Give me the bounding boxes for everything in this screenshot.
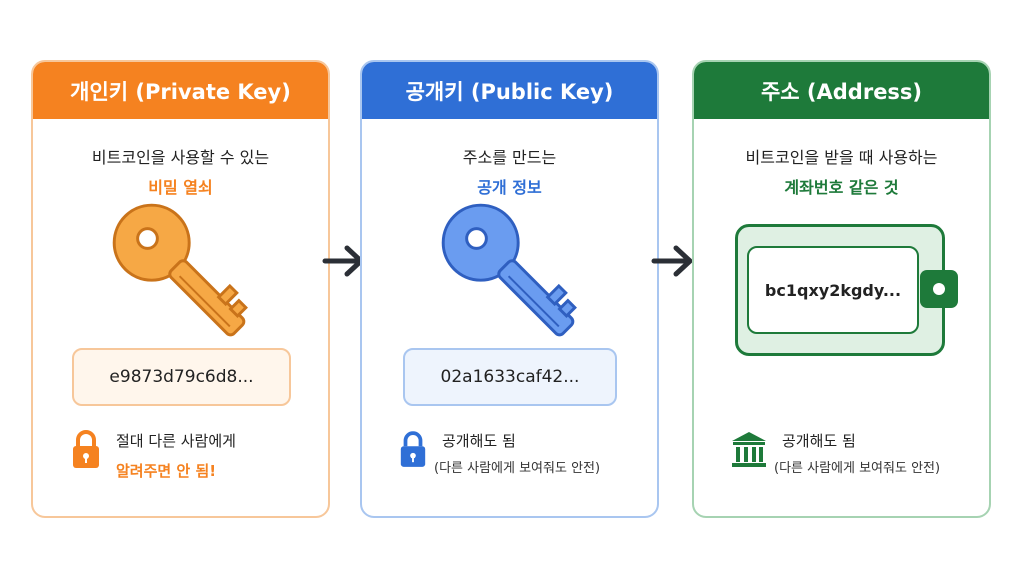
address-desc-text: 비트코인을 받을 때 사용하는 [745,148,938,167]
public-key-note: 공개해도 됨 (다른 사람에게 보여줘도 안전) [398,426,600,482]
public-key-highlight: 공개 정보 [477,178,542,197]
wallet-clasp-icon [920,270,958,308]
address-value: bc1qxy2kgdy... [747,246,919,334]
address-note: 공개해도 됨 (다른 사람에게 보여줘도 안전) [730,426,940,482]
private-key-note-text: 절대 다른 사람에게 [116,432,236,450]
public-key-card: 공개키 (Public Key) 주소를 만드는 공개 정보 02a1633ca… [360,60,659,518]
lock-icon [73,430,99,468]
private-key-value: e9873d79c6d8... [72,348,291,406]
private-key-note-highlight: 알려주면 안 됨! [116,462,217,480]
private-key-note: 절대 다른 사람에게 알려주면 안 됨! [70,426,236,486]
address-title: 주소 (Address) [694,62,989,119]
private-key-title: 개인키 (Private Key) [33,62,328,119]
public-key-description: 주소를 만드는 공개 정보 [362,143,657,203]
private-key-desc-text: 비트코인을 사용할 수 있는 [91,148,270,167]
key-icon [441,203,577,337]
address-note-text: 공개해도 됨 [782,432,856,450]
public-key-desc-text: 주소를 만드는 [462,148,557,167]
public-key-value: 02a1633caf42... [403,348,617,406]
address-card: 주소 (Address) 비트코인을 받을 때 사용하는 계좌번호 같은 것 b… [692,60,991,518]
lock-icon [400,431,426,467]
arrow-right-icon [651,245,693,277]
private-key-highlight: 비밀 열쇠 [148,178,213,197]
public-key-note-sub: (다른 사람에게 보여줘도 안전) [434,461,601,476]
public-key-note-text: 공개해도 됨 [442,432,516,450]
private-key-description: 비트코인을 사용할 수 있는 비밀 열쇠 [33,143,328,203]
address-highlight: 계좌번호 같은 것 [784,178,899,197]
key-icon [112,203,248,337]
address-description: 비트코인을 받을 때 사용하는 계좌번호 같은 것 [694,143,989,203]
public-key-title: 공개키 (Public Key) [362,62,657,119]
address-note-sub: (다른 사람에게 보여줘도 안전) [774,461,941,476]
bank-icon [732,432,766,467]
private-key-card: 개인키 (Private Key) 비트코인을 사용할 수 있는 비밀 열쇠 e… [31,60,330,518]
